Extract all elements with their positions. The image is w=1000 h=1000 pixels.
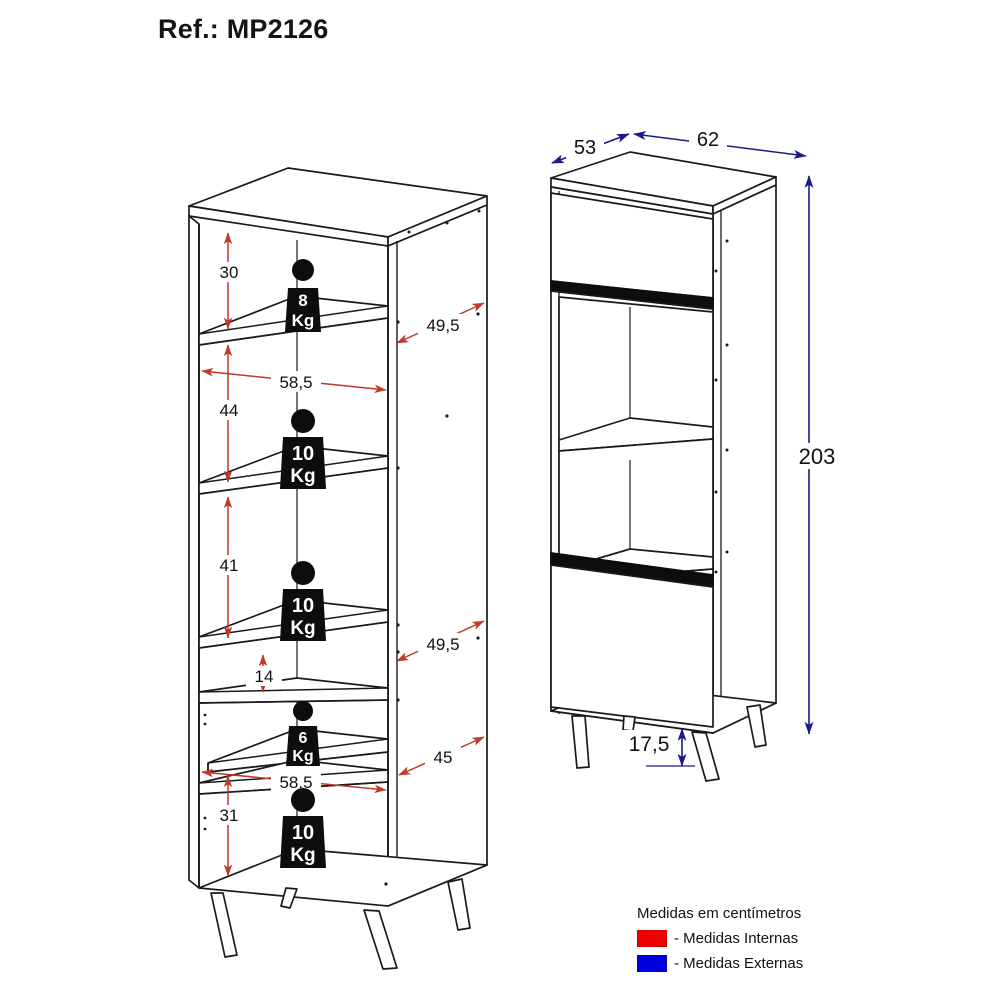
- dim-label-44: 44: [220, 401, 239, 420]
- dim-label-62: 62: [697, 129, 719, 151]
- cabinet-right-side: [387, 204, 488, 907]
- ext-top-door-handle-under: [550, 290, 714, 310]
- leg-back-right: [447, 878, 471, 931]
- shelf-4: [198, 677, 389, 704]
- load-capacity-badges: 8 Kg 10 Kg 10 Kg 6 Kg: [280, 259, 326, 868]
- dim-label-203: 203: [799, 444, 836, 469]
- cabinet-bottom-panel: [198, 848, 488, 907]
- ext-open-compartment-1: [558, 296, 714, 457]
- legend-units-note: Medidas em centímetros: [637, 905, 802, 922]
- load-badge-1-amount: 8: [298, 291, 307, 310]
- interior-peg-dots: [203, 713, 207, 831]
- load-badge-5-amount: 10: [292, 822, 314, 844]
- ext-leg-front-left: [571, 715, 590, 769]
- leg-back-center: [280, 887, 298, 909]
- load-badge-5: 10 Kg: [280, 788, 326, 868]
- load-badge-1: 8 Kg: [285, 259, 321, 332]
- dim-label-41: 41: [220, 556, 239, 575]
- dim-label-495-upper: 49,5: [426, 316, 459, 335]
- load-badge-2: 10 Kg: [280, 409, 326, 489]
- legend-row-external: - Medidas Externas: [637, 953, 867, 973]
- dim-label-30: 30: [220, 263, 239, 282]
- dim-label-585-lower: 58,5: [279, 773, 312, 792]
- ext-bottom-door: [550, 564, 714, 728]
- dim-label-585-upper: 58,5: [279, 373, 312, 392]
- legend-row-internal: - Medidas Internas: [637, 928, 867, 948]
- load-badge-2-unit: Kg: [290, 466, 315, 487]
- load-badge-4: 6 Kg: [286, 701, 320, 766]
- dim-label-53: 53: [574, 137, 596, 159]
- external-measure-swatch: [637, 954, 667, 972]
- ext-peg-dots: [714, 239, 729, 574]
- leg-front-left: [210, 892, 238, 958]
- legend-label-internal: - Medidas Internas: [674, 929, 799, 947]
- cabinet-top-panel: [188, 167, 488, 247]
- internal-measure-swatch: [637, 929, 667, 947]
- leg-front-right: [363, 909, 398, 970]
- legend-label-external: - Medidas Externas: [674, 954, 804, 972]
- cabinet-legs: [210, 878, 471, 970]
- right-dimension-labels: 53 62 203 17,5: [566, 128, 845, 756]
- load-badge-5-unit: Kg: [290, 845, 315, 866]
- cabinet-left-side: [188, 215, 200, 889]
- load-badge-3-amount: 10: [292, 595, 314, 617]
- page-title: Ref.: MP2126: [158, 14, 329, 44]
- load-badge-2-amount: 10: [292, 443, 314, 465]
- load-badge-1-unit: Kg: [292, 311, 315, 330]
- dim-label-175: 17,5: [629, 733, 670, 756]
- left-cabinet-drawing: [188, 167, 488, 970]
- ext-cabinet-top-panel: [550, 151, 777, 215]
- load-badge-4-amount: 6: [299, 730, 308, 747]
- legend: Medidas em centímetros - Medidas Interna…: [637, 905, 867, 978]
- right-cabinet-drawing: [550, 151, 777, 782]
- load-badge-4-unit: Kg: [292, 748, 313, 765]
- load-badge-3: 10 Kg: [280, 561, 326, 641]
- left-dimension-labels: 30 44 41 14 31 58,5 58,5 49,5 49,5 45: [211, 262, 468, 825]
- dim-label-495-middle: 49,5: [426, 635, 459, 654]
- ext-cabinet-right-side: [712, 184, 777, 734]
- ext-leg-back-center: [622, 715, 636, 732]
- dim-label-45: 45: [434, 748, 453, 767]
- load-badge-3-unit: Kg: [290, 618, 315, 639]
- ext-cabinet-legs: [571, 704, 767, 782]
- dim-label-14: 14: [255, 667, 274, 686]
- ext-leg-back-right: [746, 704, 767, 748]
- ext-leg-front-right: [691, 731, 720, 782]
- dim-label-31: 31: [220, 806, 239, 825]
